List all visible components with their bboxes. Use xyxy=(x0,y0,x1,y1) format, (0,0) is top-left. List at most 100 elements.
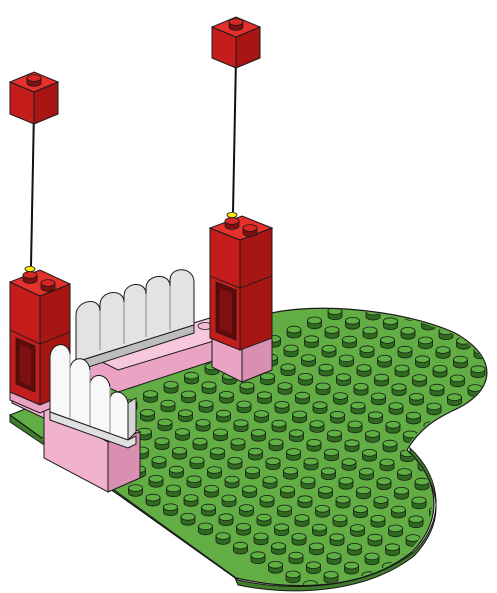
baseplate-stud xyxy=(272,420,286,432)
baseplate-stud xyxy=(278,383,292,395)
baseplate-stud xyxy=(357,365,371,377)
baseplate-stud xyxy=(290,430,304,442)
baseplate-stud xyxy=(381,337,395,349)
baseplate-stud xyxy=(368,534,382,546)
baseplate-stud xyxy=(348,543,362,555)
baseplate-stud xyxy=(371,515,385,527)
baseplate-stud xyxy=(266,458,280,470)
baseplate-stud xyxy=(476,573,490,585)
baseplate-stud xyxy=(392,384,406,396)
baseplate-stud xyxy=(410,393,424,405)
baseplate-stud xyxy=(389,525,403,537)
baseplate-stud xyxy=(190,457,204,469)
baseplate-stud xyxy=(211,448,225,460)
baseplate-stud xyxy=(182,391,196,403)
baseplate-stud xyxy=(164,381,178,393)
baseplate-stud xyxy=(374,497,388,509)
baseplate-stud xyxy=(301,477,315,489)
baseplate-stud xyxy=(284,467,298,479)
baseplate-stud xyxy=(237,523,251,535)
baseplate-stud xyxy=(322,345,336,357)
baseplate-stud xyxy=(448,394,462,406)
baseplate-stud xyxy=(179,410,193,422)
baseplate-stud xyxy=(293,411,307,423)
baseplate-stud xyxy=(269,439,283,451)
baseplate-stud xyxy=(316,383,330,395)
baseplate-stud xyxy=(442,309,456,321)
baseplate-stud xyxy=(398,346,412,358)
baseplate-stud xyxy=(263,477,277,489)
baseplate-stud xyxy=(357,487,371,499)
baseplate-stud xyxy=(438,573,452,585)
baseplate-stud xyxy=(386,421,400,433)
baseplate-stud xyxy=(407,412,421,424)
baseplate-stud xyxy=(480,309,494,321)
baseplate-stud xyxy=(246,467,260,479)
baseplate-stud xyxy=(258,392,272,404)
baseplate-stud xyxy=(348,421,362,433)
baseplate-stud xyxy=(392,506,406,518)
baseplate-stud xyxy=(351,525,365,537)
baseplate-stud xyxy=(249,448,263,460)
guide-lines xyxy=(31,58,236,266)
baseplate-stud xyxy=(305,336,319,348)
baseplate-stud xyxy=(254,533,268,545)
baseplate-stud xyxy=(255,411,269,423)
baseplate-stud xyxy=(447,516,461,528)
baseplate-stud xyxy=(485,517,497,529)
baseplate-stud xyxy=(366,431,380,443)
baseplate-stud xyxy=(427,403,441,415)
baseplate-stud xyxy=(310,421,324,433)
baseplate-stud xyxy=(421,563,435,575)
baseplate-stud xyxy=(384,318,398,330)
baseplate-stud xyxy=(217,410,231,422)
baseplate-stud xyxy=(141,409,155,421)
baseplate-stud xyxy=(389,403,403,415)
baseplate-stud xyxy=(477,451,491,463)
baseplate-stud xyxy=(187,476,201,488)
baseplate-stud xyxy=(334,393,348,405)
baseplate-stud xyxy=(460,319,474,331)
baseplate-stud xyxy=(208,467,222,479)
baseplate-stud xyxy=(346,317,360,329)
baseplate-stud xyxy=(482,535,496,547)
baseplate-stud xyxy=(328,430,342,442)
baseplate-stud xyxy=(412,497,426,509)
baseplate-stud xyxy=(354,383,368,395)
baseplate-stud xyxy=(380,459,394,471)
baseplate-stud xyxy=(345,440,359,452)
baseplate-stud xyxy=(202,382,216,394)
baseplate-stud xyxy=(462,545,476,557)
baseplate-stud xyxy=(442,431,456,443)
baseplate-stud xyxy=(430,384,444,396)
baseplate-stud xyxy=(202,504,216,516)
baseplate-stud xyxy=(220,391,234,403)
baseplate-stud xyxy=(181,513,195,525)
baseplate-stud xyxy=(360,468,374,480)
baseplate-stud xyxy=(316,505,330,517)
baseplate-stud xyxy=(477,328,491,340)
baseplate-stud xyxy=(228,457,242,469)
baseplate-stud xyxy=(471,488,485,500)
baseplate-stud xyxy=(395,487,409,499)
baseplate-stud xyxy=(441,554,455,566)
baseplate-stud xyxy=(465,526,479,538)
baseplate-stud xyxy=(363,449,377,461)
baseplate-stud xyxy=(222,495,236,507)
baseplate-stud xyxy=(333,515,347,527)
baseplate-stud xyxy=(425,299,439,311)
baseplate-stud xyxy=(436,347,450,359)
baseplate-stud xyxy=(421,441,435,453)
baseplate-stud xyxy=(453,479,467,491)
baseplate-stud xyxy=(480,432,494,444)
baseplate-stud xyxy=(454,356,468,368)
baseplate-stud xyxy=(413,375,427,387)
baseplate-stud xyxy=(354,506,368,518)
baseplate-stud xyxy=(372,393,386,405)
baseplate-stud xyxy=(319,487,333,499)
baseplate-stud xyxy=(287,326,301,338)
baseplate-stud xyxy=(234,420,248,432)
baseplate-stud xyxy=(433,365,447,377)
